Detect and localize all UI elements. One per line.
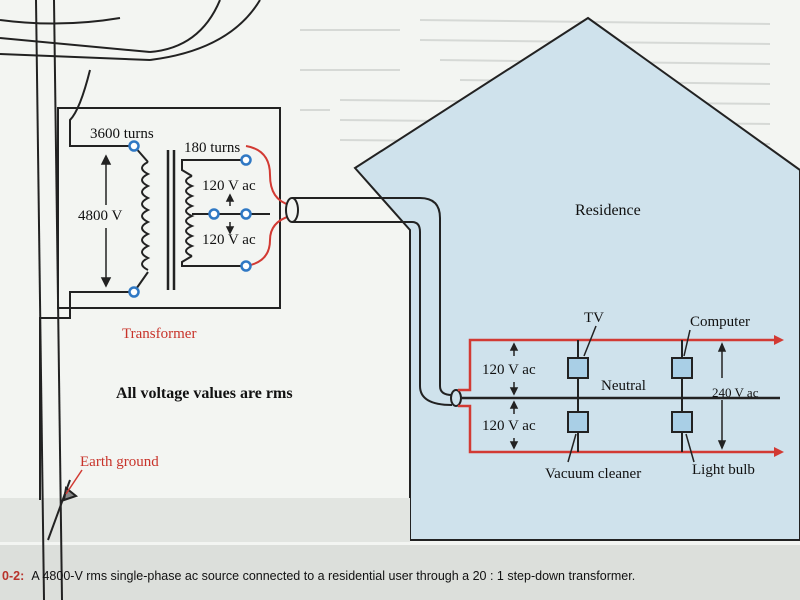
earth-ground-symbol [47,479,79,541]
load-lower-voltage-label: 120 V ac [482,418,536,434]
vacuum-load [567,411,589,433]
terminal-secondary-top [240,154,252,166]
light-bulb-load [671,411,693,433]
rms-note: All voltage values are rms [116,385,293,402]
vacuum-cleaner-label: Vacuum cleaner [545,466,641,482]
neutral-label: Neutral [601,378,646,394]
primary-coil [141,161,151,271]
tv-load [567,357,589,379]
transformer-core [166,150,176,290]
primary-turns-label: 3600 turns [90,126,154,142]
terminal-secondary-bottom [240,260,252,272]
figure-caption: 0-2: A 4800-V rms single-phase ac source… [2,569,635,583]
ground-strip [0,498,410,542]
load-upper-voltage-label: 120 V ac [482,362,536,378]
figure-caption-text: A 4800-V rms single-phase ac source conn… [31,569,635,583]
primary-voltage-label: 4800 V [78,208,122,224]
residence-label: Residence [575,202,641,219]
transformer-label: Transformer [122,326,196,342]
residence-house [353,16,800,541]
earth-ground-pointer [65,469,83,495]
computer-label: Computer [690,314,750,330]
terminal-primary-bottom [128,286,140,298]
figure-number: 0-2: [2,569,24,583]
secondary-coil [181,159,270,267]
voltage-arrows-transformer [100,154,235,288]
earth-ground-label: Earth ground [80,454,159,470]
tv-label: TV [584,310,604,326]
secondary-lower-voltage-label: 120 V ac [202,232,256,248]
load-pointers [567,325,695,463]
service-cable [285,197,462,407]
split-total-voltage-label: 240 V ac [712,385,759,400]
transformer-box [57,107,281,309]
terminal-secondary-left [208,208,220,220]
caption-band [0,545,800,600]
computer-load [671,357,693,379]
secondary-turns-label: 180 turns [184,140,240,156]
load-wires [577,340,683,452]
terminals [128,140,252,298]
residence-hot-lines [458,338,780,454]
light-bulb-label: Light bulb [692,462,755,478]
voltage-arrows-residence [509,342,727,450]
hot-arrow-top [774,335,784,345]
secondary-hot-wires [245,145,291,267]
terminal-primary-top [128,140,140,152]
secondary-upper-voltage-label: 120 V ac [202,178,256,194]
terminal-secondary-center [240,208,252,220]
hot-arrow-bottom [774,447,784,457]
load-boxes [567,357,693,433]
